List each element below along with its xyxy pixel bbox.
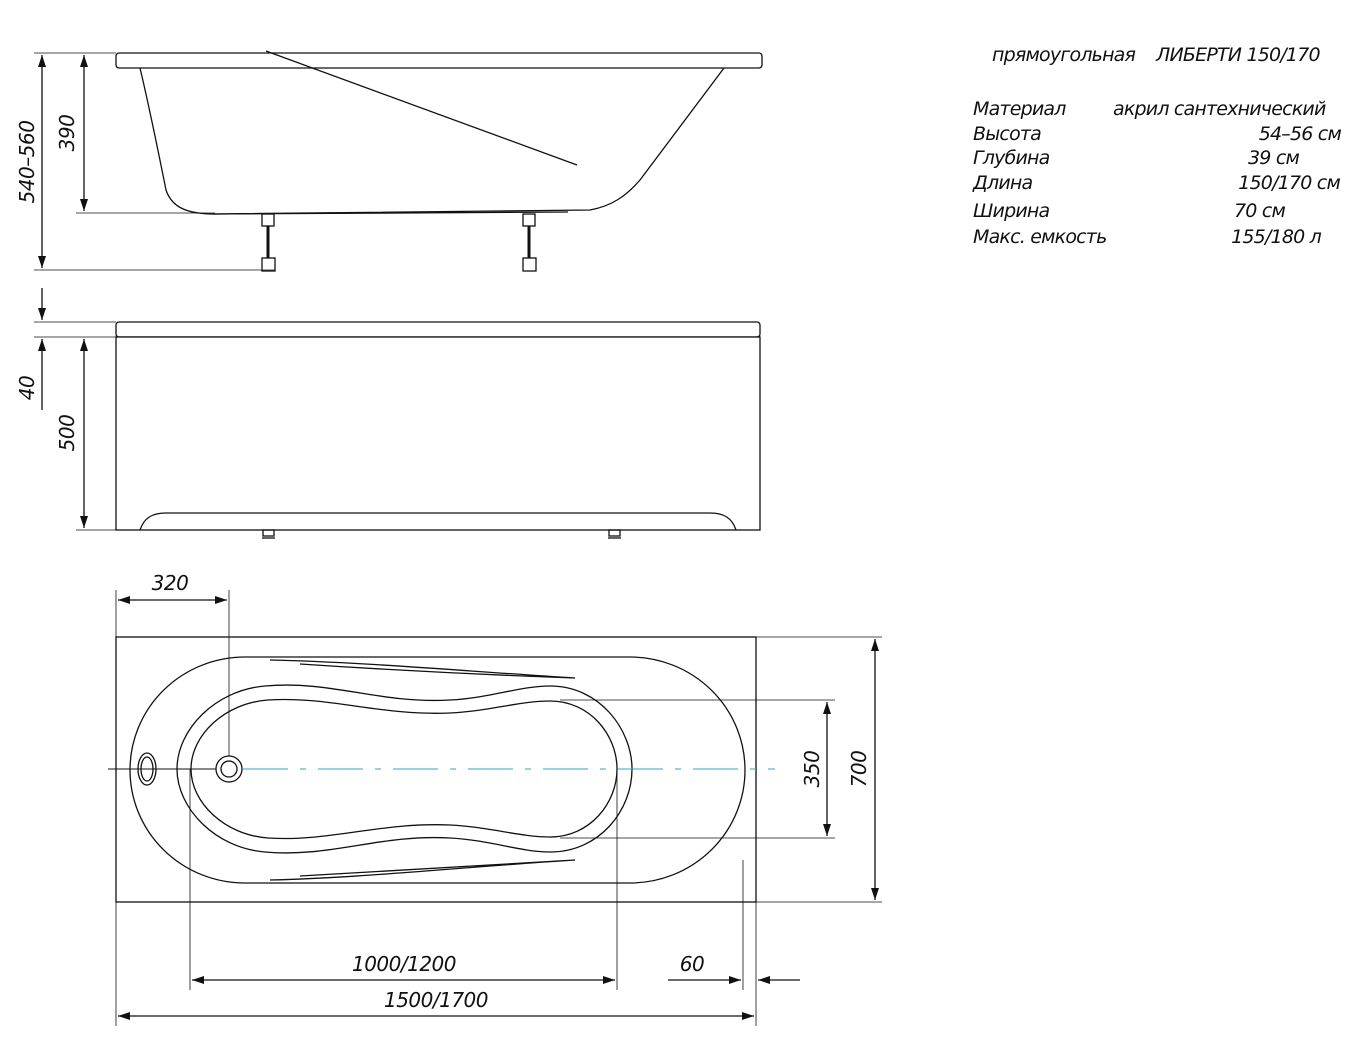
dim-outer-width: 700 bbox=[847, 751, 871, 788]
armrest-top bbox=[269, 659, 576, 679]
dim-depth: 390 bbox=[55, 115, 79, 152]
spec-label-length: Длина bbox=[973, 172, 1033, 194]
spec-label-width: Ширина bbox=[973, 200, 1050, 222]
leg-left bbox=[261, 213, 276, 272]
dim-rim: 40 bbox=[15, 376, 39, 400]
spec-label-height: Высота bbox=[973, 123, 1042, 145]
armrest-bottom bbox=[269, 859, 576, 881]
title-model: ЛИБЕРТИ 150/170 bbox=[1156, 44, 1321, 66]
side-view-tilt-line bbox=[265, 50, 578, 166]
dim-drain-offset: 320 bbox=[152, 571, 189, 595]
front-view-dimensions bbox=[34, 288, 116, 531]
top-view-bowl-inner bbox=[190, 698, 618, 840]
side-view-dimensions bbox=[34, 52, 275, 271]
front-view-rim bbox=[115, 321, 761, 338]
spec-value-length: 150/170 см bbox=[1238, 172, 1341, 194]
dim-total-height: 540–560 bbox=[15, 121, 39, 204]
spec-value-height: 54–56 см bbox=[1258, 123, 1342, 145]
spec-value-width: 70 см bbox=[1234, 200, 1286, 222]
title-type: прямоугольная bbox=[992, 44, 1136, 66]
front-view bbox=[115, 321, 761, 539]
spec-label-material: Материал bbox=[973, 98, 1066, 120]
spec-value-material: акрил сантехнический bbox=[1113, 98, 1326, 120]
dim-inner-length: 1000/1200 bbox=[352, 952, 456, 976]
dimension-labels: 540–560 390 40 500 320 350 700 1000/1200… bbox=[15, 115, 871, 1012]
spec-value-depth: 39 см bbox=[1248, 147, 1300, 169]
front-leg-right bbox=[608, 529, 621, 539]
dim-panel: 500 bbox=[55, 415, 79, 452]
leg-right bbox=[522, 213, 537, 272]
front-view-panel bbox=[115, 336, 761, 531]
spec-value-capacity: 155/180 л bbox=[1231, 226, 1322, 248]
side-view-tub-body bbox=[139, 67, 725, 215]
dim-edge: 60 bbox=[680, 952, 704, 976]
front-leg-left bbox=[262, 529, 275, 539]
side-view-rim bbox=[115, 52, 763, 69]
top-view-bowl-outer bbox=[176, 684, 633, 854]
front-view-panel-cutout bbox=[139, 512, 737, 531]
spec-label-capacity: Макс. емкость bbox=[973, 226, 1107, 248]
top-view-rim-contour bbox=[129, 656, 746, 884]
top-view bbox=[108, 636, 775, 903]
spec-label-depth: Глубина bbox=[973, 147, 1050, 169]
top-view-dimensions bbox=[115, 590, 882, 1026]
dim-outer-length: 1500/1700 bbox=[384, 988, 488, 1012]
dim-inner-width: 350 bbox=[800, 751, 824, 788]
drain-icon bbox=[215, 755, 243, 783]
side-view bbox=[115, 50, 763, 272]
